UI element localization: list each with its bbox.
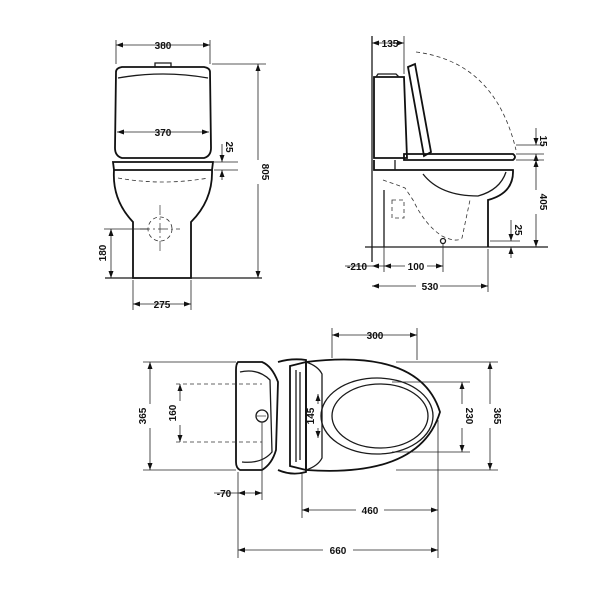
front-flush-button [154, 62, 172, 67]
side-fixing-point [439, 237, 447, 245]
dim-15-label: 15 [537, 135, 548, 147]
front-cistern-lid [117, 73, 209, 79]
dim-145-label: 145 [306, 407, 317, 424]
dim-365-right-label: 365 [491, 408, 502, 425]
front-view: 380 370 25 805 180 275 [98, 40, 270, 311]
dim-210-label: -210 [347, 262, 367, 273]
dim-230-label: 230 [463, 408, 474, 425]
plan-seat-back [289, 360, 307, 472]
dim-180-label: 180 [98, 244, 109, 261]
dim-100-label: 100 [408, 262, 425, 273]
side-bowl-inner [422, 171, 507, 197]
dim-805-label: 805 [259, 164, 270, 181]
dim-160-label: 160 [168, 404, 179, 421]
plan-seat-opening [331, 383, 429, 449]
dim-25-side-label: 25 [512, 224, 523, 236]
dim-530-label: 530 [422, 282, 439, 293]
dim-300-label: 300 [367, 331, 384, 342]
side-seat [403, 153, 516, 161]
dim-405-label: 405 [537, 194, 548, 211]
dim-70-label: -70 [217, 489, 232, 500]
dim-365-left-label: 365 [138, 407, 149, 424]
front-bowl-hidden-rim [117, 177, 209, 183]
side-cistern [373, 76, 408, 159]
dim-275-label: 275 [154, 300, 171, 311]
front-seat [111, 161, 215, 171]
dim-660-label: 660 [330, 546, 347, 557]
front-cistern-outline [114, 66, 212, 159]
side-view: 135 15 405 25 -210 100 [345, 36, 548, 293]
dim-370-label: 370 [155, 128, 172, 139]
plan-seat-inner [320, 377, 434, 455]
plan-seat-outer [305, 358, 441, 472]
dim-25-front-label: 25 [223, 141, 234, 153]
dim-135-label: 135 [382, 39, 399, 50]
plan-seat-hinge [277, 358, 307, 475]
plan-view: 300 365 160 145 230 [138, 328, 502, 558]
dim-380-label: 380 [155, 41, 172, 52]
side-trap-hidden [382, 179, 471, 241]
front-bowl [112, 169, 213, 279]
dim-460-label: 460 [362, 506, 379, 517]
side-lid-raised [406, 62, 432, 158]
side-lid-arc [415, 51, 517, 151]
side-bowl [373, 160, 514, 247]
